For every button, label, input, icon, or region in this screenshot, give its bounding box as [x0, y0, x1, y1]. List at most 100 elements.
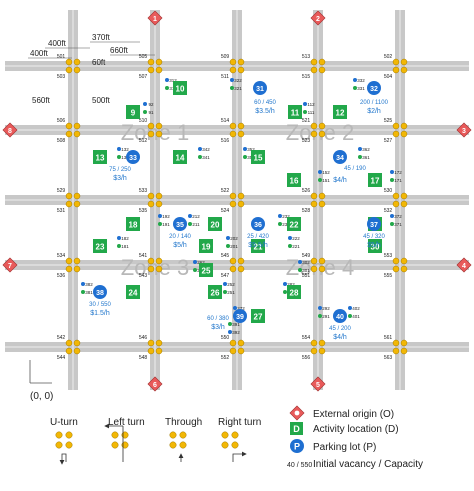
connector-dot	[228, 330, 232, 334]
connector-401: 401	[348, 314, 360, 319]
legend-activity-row: D Activity location (D)	[290, 422, 399, 435]
node-dot	[155, 265, 163, 273]
connector-252: 252	[223, 282, 235, 287]
parking-label: 39	[236, 314, 244, 321]
node-label: 533	[139, 188, 148, 194]
connector-dot	[358, 147, 362, 151]
connector-dot	[143, 102, 147, 106]
connector-211: 211	[188, 222, 200, 227]
node-dot	[400, 122, 408, 130]
connector-322: 322	[230, 78, 242, 83]
connector-191: 191	[158, 222, 170, 227]
node-dot	[318, 200, 326, 208]
connector-dot	[188, 214, 192, 218]
activity-location-28: 28	[287, 285, 301, 299]
origin-label: 4	[462, 263, 466, 270]
left-turn-icon	[105, 426, 129, 462]
legend-turn-icons	[55, 426, 247, 465]
connector-131: 131	[117, 155, 129, 160]
parking-capacity: 75 / 250	[109, 167, 131, 173]
activity-label: 20	[211, 221, 220, 230]
legend-vacancy-example: 40 / 550	[287, 462, 312, 469]
connector-label: 151	[322, 178, 330, 183]
connector-label: 212	[192, 214, 200, 219]
parking-circle	[367, 81, 381, 95]
intersection	[392, 339, 408, 355]
activity-label: 19	[202, 243, 211, 252]
connector-dot	[303, 102, 307, 106]
connector-dot	[230, 78, 234, 82]
activity-square	[93, 150, 107, 164]
legend-vacancy-label: Initial vacancy / Capacity	[313, 459, 423, 470]
road-layer	[5, 10, 469, 390]
connector-label: 112	[307, 102, 315, 107]
parking-circle	[333, 150, 347, 164]
intersection	[147, 257, 163, 273]
node-dot	[310, 257, 318, 265]
connector-dot	[143, 110, 147, 114]
node-label: 511	[221, 74, 229, 80]
connector-262: 262	[193, 260, 205, 265]
connector-152: 152	[318, 170, 330, 175]
connector-label: 251	[227, 290, 235, 295]
node-dot	[237, 265, 245, 273]
activity-location-14: 14	[173, 150, 187, 164]
parking-price: $3/h	[113, 175, 127, 182]
parking-capacity: 45 / 200	[329, 326, 351, 332]
connector-label: 262	[197, 260, 205, 265]
origin-coordinate-label: (0, 0)	[30, 391, 53, 402]
connector-label: 391	[232, 322, 240, 327]
external-origin-5: 5	[310, 376, 326, 392]
parking-circle	[126, 150, 140, 164]
activity-location-30: 30	[368, 239, 382, 253]
origin-label: 8	[8, 128, 12, 135]
connector-312: 312	[165, 78, 177, 83]
connector-dot	[243, 155, 247, 159]
parking-circle	[251, 217, 265, 231]
origin-label: 1	[153, 16, 157, 23]
connector-dot	[230, 86, 234, 90]
dim-400ft-left: 400ft	[30, 49, 49, 58]
legend-node-dot	[111, 431, 119, 439]
legend-node-dot	[231, 441, 239, 449]
node-dot	[237, 339, 245, 347]
node-dot	[310, 130, 318, 138]
connector-192: 192	[158, 214, 170, 219]
activity-label: 13	[96, 154, 105, 163]
connector-dot	[226, 244, 230, 248]
connector-92: 92	[143, 102, 154, 107]
parking-label: 36	[254, 222, 262, 229]
activity-label: 25	[202, 267, 211, 276]
node-label: 502	[384, 54, 393, 60]
dim-660ft: 660ft	[110, 46, 129, 55]
connector-dot	[318, 170, 322, 174]
connector-label: 232	[282, 214, 290, 219]
node-label: 526	[302, 188, 311, 194]
activity-square	[126, 217, 140, 231]
activity-label: 23	[96, 243, 105, 252]
node-label: 507	[139, 74, 148, 80]
legend-node-dot	[231, 431, 239, 439]
activity-label: 11	[291, 109, 300, 118]
node-dot	[318, 130, 326, 138]
connector-label: 252	[227, 282, 235, 287]
legend-activity-location: Activity location (D)	[313, 424, 399, 435]
connector-232: 232	[278, 214, 290, 219]
node-label: 555	[384, 273, 393, 279]
intersection	[147, 339, 163, 355]
connector-dot	[193, 268, 197, 272]
node-label: 556	[302, 355, 311, 361]
activity-location-12: 12	[333, 105, 347, 119]
origin-label: 7	[8, 263, 12, 270]
parking-price: $4/h	[333, 334, 347, 341]
node-label: 528	[302, 208, 311, 214]
activity-square	[199, 263, 213, 277]
connector-361: 361	[358, 155, 370, 160]
node-dot	[400, 200, 408, 208]
node-dot	[237, 58, 245, 66]
intersection	[65, 257, 81, 273]
